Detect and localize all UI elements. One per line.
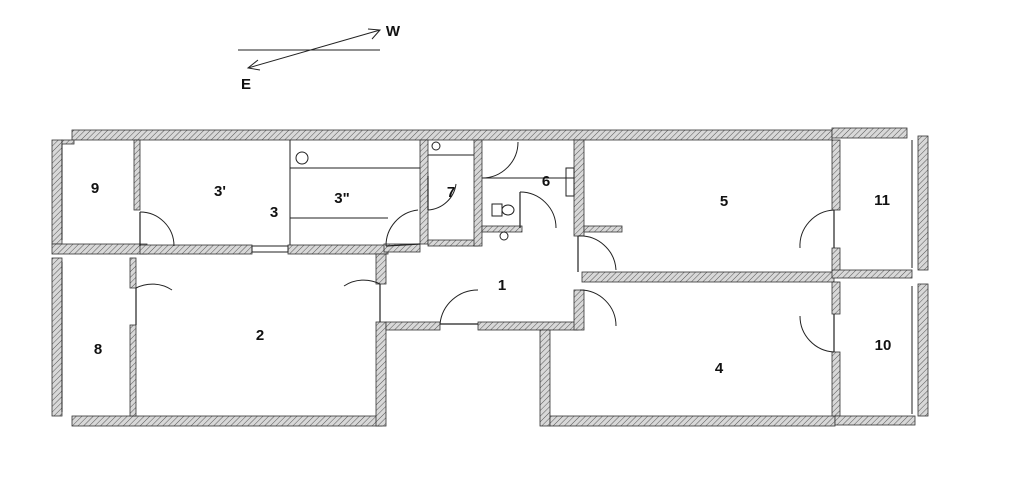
doors — [135, 141, 835, 353]
room-4-label: 4 — [715, 360, 724, 377]
room-11-label: 11 — [874, 192, 890, 209]
room-8-label: 8 — [94, 341, 102, 358]
room-7-label: 7 — [447, 184, 455, 201]
room-10-label: 10 — [875, 337, 892, 354]
fixtures — [61, 140, 913, 414]
room-labels: 9 3' 3 3" 7 6 5 11 1 2 8 4 10 — [91, 173, 892, 377]
room-1-label: 1 — [498, 277, 506, 294]
walls — [51, 127, 929, 427]
room-9-label: 9 — [91, 180, 99, 197]
compass-west-label: W — [386, 23, 401, 40]
compass-arrow — [247, 29, 381, 69]
room-5-label: 5 — [720, 193, 728, 210]
room-2-label: 2 — [256, 327, 264, 344]
sink-icon — [295, 151, 309, 165]
toilet-icon — [501, 204, 515, 216]
compass-east-label: E — [241, 76, 251, 93]
room-3b-label: 3" — [334, 190, 349, 207]
room-6-label: 6 — [542, 173, 550, 190]
room-3a-label: 3' — [214, 183, 226, 200]
room-3-label: 3 — [270, 204, 278, 221]
compass: W E — [238, 23, 401, 93]
washbasin-icon — [431, 141, 441, 151]
